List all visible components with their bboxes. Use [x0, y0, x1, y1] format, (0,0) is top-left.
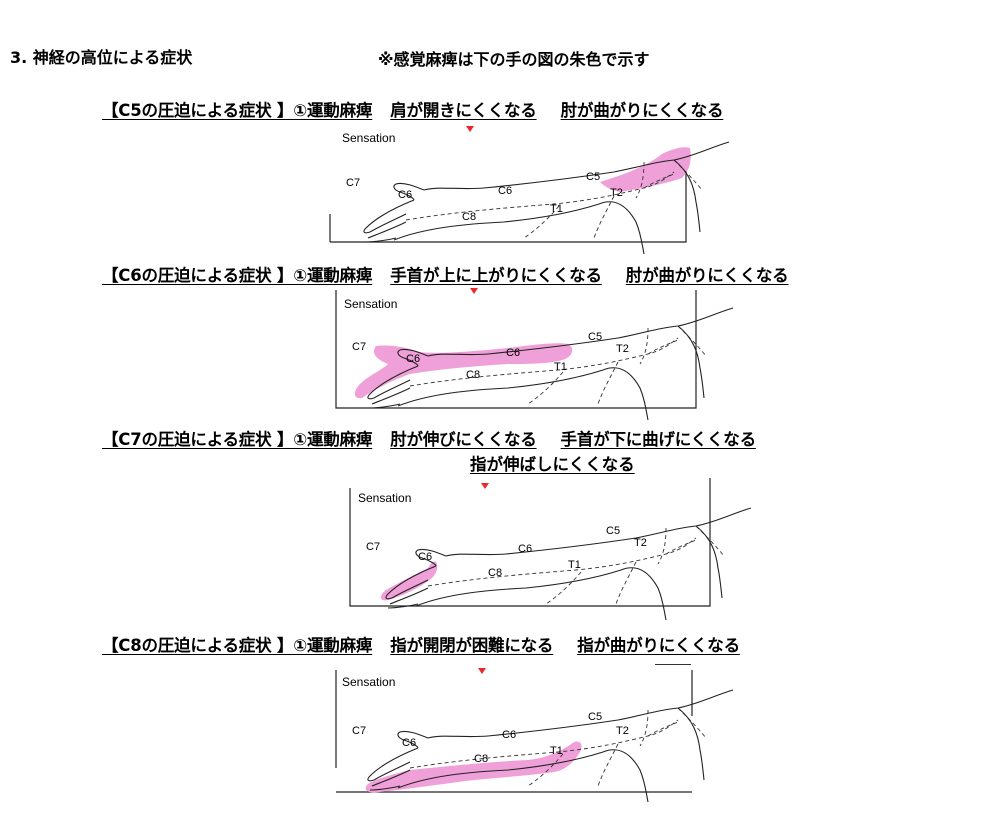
label-c6-forearm: C6 — [518, 543, 532, 555]
heading-lead: 【C7の圧迫による症状 】①運動麻痺 — [102, 430, 373, 449]
label-t2: T2 — [616, 343, 629, 355]
heading-lead: 【C6の圧迫による症状 】①運動麻痺 — [102, 266, 373, 285]
dermatome-figure-c8: Sensation C7 C6 C6 C8 T1 C5 T2 — [300, 664, 734, 804]
frame — [335, 670, 693, 793]
symptom-3: 指が伸ばしにくくなる — [470, 455, 635, 474]
dermatome-figure-c6: Sensation C7 C6 C6 C8 T1 C5 T2 — [300, 284, 734, 421]
label-c5: C5 — [588, 331, 602, 343]
label-c8: C8 — [462, 211, 476, 223]
sensory-area-c6 — [354, 343, 573, 399]
label-c6-hand: C6 — [418, 551, 432, 563]
sensation-label: Sensation — [342, 131, 395, 145]
heading-lead: 【C8の圧迫による症状 】①運動麻痺 — [102, 636, 373, 655]
label-c5: C5 — [606, 525, 620, 537]
frame — [335, 290, 697, 409]
label-t2: T2 — [634, 537, 647, 549]
section-heading-c6: 【C6の圧迫による症状 】①運動麻痺手首が上に上がりにくくなる 肘が曲がりにくくな… — [102, 262, 789, 286]
page-title: 3. 神経の高位による症状 — [10, 48, 193, 67]
sensory-area-c7 — [380, 561, 438, 601]
label-t1: T1 — [554, 361, 567, 373]
label-c7: C7 — [366, 541, 380, 553]
dermatome-figure-c5: Sensation C7 C6 C6 C8 T1 C5 T2 — [300, 124, 730, 255]
label-c7: C7 — [352, 725, 366, 737]
label-t1: T1 — [550, 203, 563, 215]
sensory-area-c5 — [600, 147, 691, 192]
symptom-2: 肘が曲がりにくくなる — [560, 101, 724, 120]
divider — [655, 664, 691, 665]
label-c6-forearm: C6 — [502, 729, 516, 741]
symptom-2: 手首が下に曲げにくくなる — [560, 430, 756, 449]
red-marker — [470, 288, 478, 294]
red-marker — [481, 483, 489, 489]
symptom-2: 指が曲がりにくくなる — [577, 636, 740, 655]
label-t1: T1 — [568, 559, 581, 571]
label-c7: C7 — [352, 341, 366, 353]
label-c5: C5 — [586, 171, 600, 183]
red-marker — [478, 668, 486, 674]
section-heading-c7: 【C7の圧迫による症状 】①運動麻痺肘が伸びにくくなる 手首が下に曲げにくくなる — [102, 426, 756, 450]
label-t2: T2 — [610, 187, 623, 199]
label-c8: C8 — [466, 369, 480, 381]
label-c7: C7 — [346, 177, 360, 189]
symptom-2: 肘が曲がりにくくなる — [625, 266, 789, 285]
symptom-1: 指が開閉が困難になる — [390, 636, 554, 655]
sensation-label: Sensation — [344, 297, 397, 311]
label-t2: T2 — [616, 725, 629, 737]
label-c6-hand: C6 — [406, 353, 420, 365]
frame — [329, 148, 687, 243]
symptom-1: 手首が上に上がりにくくなる — [390, 266, 602, 285]
section-heading-c5: 【C5の圧迫による症状 】①運動麻痺肩が開きにくくなる 肘が曲がりにくくなる — [102, 97, 723, 121]
dermatome-figure-c7: Sensation C7 C6 C6 C8 T1 C5 T2 — [312, 478, 752, 621]
sensory-note: ※感覚麻痺は下の手の図の朱色で示す — [378, 50, 650, 69]
label-c6-forearm: C6 — [498, 185, 512, 197]
symptom-1: 肘が伸びにくくなる — [390, 430, 537, 449]
symptom-1: 肩が開きにくくなる — [390, 101, 537, 120]
label-c5: C5 — [588, 711, 602, 723]
label-c6-forearm: C6 — [506, 347, 520, 359]
label-c6-hand: C6 — [402, 737, 416, 749]
label-c8: C8 — [488, 567, 502, 579]
label-t1: T1 — [550, 745, 563, 757]
sensation-label: Sensation — [342, 675, 395, 689]
heading-lead: 【C5の圧迫による症状 】①運動麻痺 — [102, 101, 373, 120]
label-c8: C8 — [474, 753, 488, 765]
section-heading-c8: 【C8の圧迫による症状 】①運動麻痺指が開閉が困難になる 指が曲がりにくくなる — [102, 632, 740, 656]
sensory-area-c8 — [365, 741, 582, 793]
red-marker — [466, 126, 474, 132]
sensation-label: Sensation — [358, 491, 411, 505]
label-c6-hand: C6 — [398, 189, 412, 201]
